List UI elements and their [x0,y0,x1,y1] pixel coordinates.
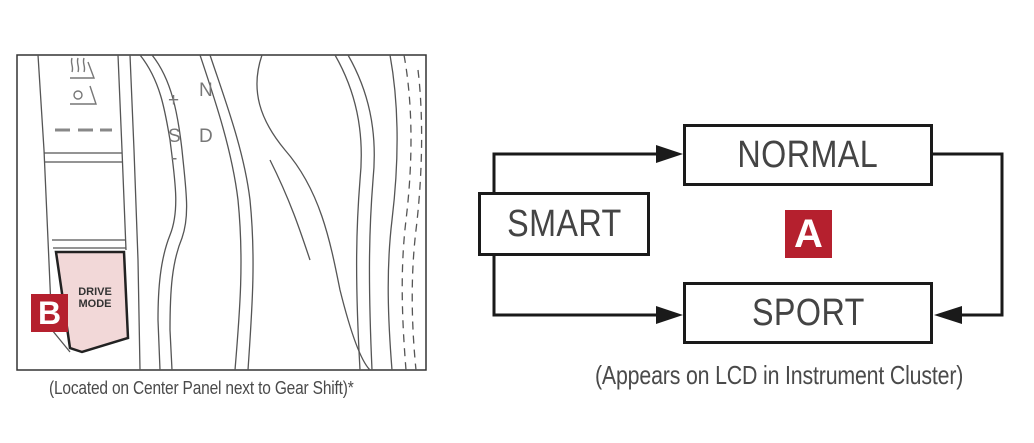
left-caption: (Located on Center Panel next to Gear Sh… [49,378,354,398]
badge-b: B [31,294,68,332]
mode-normal-box: NORMAL [683,124,933,186]
mode-smart-label: SMART [506,202,622,245]
seat-ventilation-icon [70,85,97,105]
mode-sport-box: SPORT [683,282,933,344]
badge-a: A [785,210,832,258]
mode-normal-label: NORMAL [737,133,879,176]
arrowhead-to-normal [656,145,683,163]
mode-cycle-arrows [492,152,1004,317]
drive-mode-label-line1: DRIVE [78,286,112,298]
mode-sport-label: SPORT [751,291,865,334]
drive-mode-label-line2: MODE [78,298,112,310]
center-console-lines [37,55,423,370]
arrowhead-to-sport-from-smart [656,306,683,324]
gear-label-d: D [199,126,213,147]
gear-label-plus: + [168,90,180,111]
gear-label-s: S [168,126,181,147]
gear-label-n: N [199,80,213,101]
drive-mode-button[interactable] [54,250,130,354]
mode-smart-box: SMART [478,192,650,256]
arrowhead-to-sport-from-normal [934,306,962,324]
gear-label-minus: - [171,148,178,169]
right-caption: (Appears on LCD in Instrument Cluster) [595,360,964,390]
seat-heater-icon [70,57,96,79]
